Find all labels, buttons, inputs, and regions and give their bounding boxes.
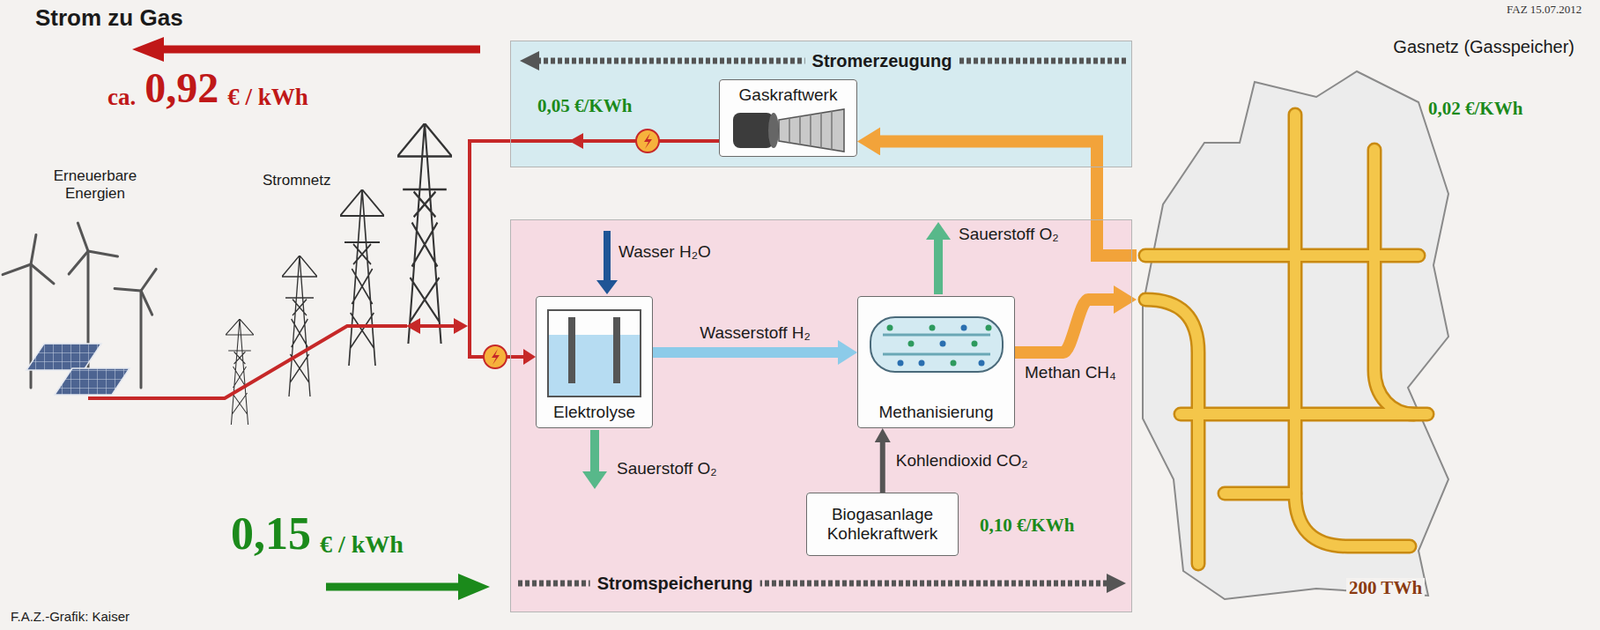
flow-arrow — [1014, 299, 1114, 353]
oxygen-arrow — [582, 222, 951, 489]
power-wire — [88, 140, 719, 399]
edge-label: Wasserstoff H₂ — [696, 323, 814, 342]
wire-arrowhead — [406, 133, 584, 365]
band-direction-arrow — [518, 51, 1126, 593]
credit-line: F.A.Z.-Grafik: Kaiser — [10, 609, 130, 623]
germany-map — [1142, 71, 1449, 600]
box-label: Elektrolyse — [553, 402, 636, 423]
box-ground — [718, 79, 858, 157]
box-label: Biogasanlage Kohlekraftwerk — [814, 504, 951, 544]
methanation-reactor — [870, 317, 1003, 372]
water-arrow — [596, 230, 618, 295]
gas-pipeline — [1145, 114, 1428, 564]
price-unit: € / kWh — [227, 85, 309, 110]
source-label: Erneuerbare Energien — [42, 167, 149, 202]
solar-panel — [26, 343, 130, 395]
box-ground — [806, 492, 959, 556]
flow-arrow — [880, 442, 886, 493]
price-value: 0,15 — [230, 511, 312, 557]
price-value: 0,92 — [144, 66, 219, 110]
heading: Stromspeicherung — [590, 573, 761, 594]
plant-box: Gaskraftwerk — [718, 79, 858, 157]
price-label: 0,02 €/KWh — [1425, 98, 1526, 119]
output-label: Sauerstoff O₂ — [958, 225, 1060, 243]
price-arrow — [132, 37, 490, 600]
wind-turbine — [2, 222, 156, 388]
price-label: 0,10 €/KWh — [979, 516, 1075, 535]
generation-band — [510, 40, 1133, 168]
price-prefix: ca. — [107, 85, 136, 110]
source-note: FAZ 15.07.2012 — [1506, 3, 1582, 15]
edge-label: Kohlendioxid CO₂ — [893, 451, 1031, 470]
storage-band — [510, 219, 1133, 613]
capacity-label: 200 TWh — [1346, 577, 1425, 599]
heading: Gasnetz (Gasspeicher) — [1392, 37, 1575, 58]
box-label: Gaskraftwerk — [739, 85, 838, 105]
price-label: 0,05 €/KWh — [537, 96, 632, 116]
diagram-title: Strom zu Gas — [35, 5, 184, 32]
box-ground — [857, 296, 1015, 429]
electrolysis-tank — [548, 310, 641, 397]
grid-label: Stromnetz — [262, 172, 331, 188]
edge-label: Methan CH₄ — [1022, 362, 1119, 382]
turbine-icon — [733, 109, 845, 152]
source-box: Biogasanlage Kohlekraftwerk — [806, 492, 959, 556]
heading: Stromerzeugung — [805, 51, 960, 72]
flow-arrow — [880, 140, 1137, 256]
storage-band: Stromspeicherung Elektrolyse Methanisierun… — [510, 219, 1133, 613]
flow-arrow — [652, 347, 838, 358]
output-label: Sauerstoff O₂ — [616, 459, 718, 477]
input-label: Wasser H₂O — [618, 243, 712, 260]
box-ground — [535, 296, 653, 429]
process-box: Elektrolyse — [535, 296, 653, 429]
box-label: Methanisierung — [879, 402, 994, 423]
process-box: Methanisierung — [857, 296, 1015, 429]
price-unit: € / kWh — [319, 532, 404, 557]
